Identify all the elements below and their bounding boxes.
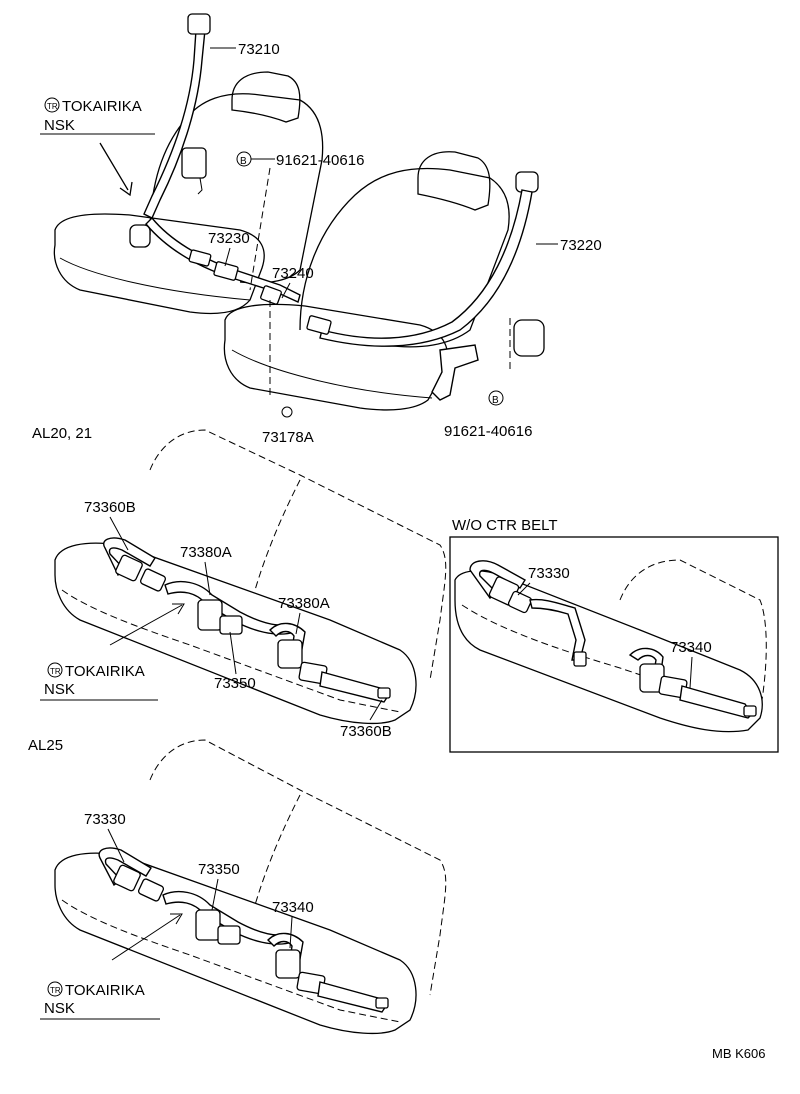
label-73380a-right: 73380A [278,595,330,612]
label-73380a-left: 73380A [180,544,232,561]
front-belt-passenger-illustration [260,171,545,401]
note-arrow-top [99,142,133,197]
manufacturer-note-top: TR TOKAIRIKA NSK [44,97,142,134]
label-73330-woctr: 73330 [528,565,570,582]
leader-73330-al25 [107,828,125,863]
label-73360b-top: 73360B [84,499,136,516]
front-belt-driver-illustration [129,13,301,303]
leader-73230 [224,247,231,267]
label-73340-woctr: 73340 [670,639,712,656]
label-bolt-upper: 91621-40616 [276,152,364,169]
leader-73240 [281,282,291,299]
label-73240: 73240 [272,265,314,282]
brand-mark-icon-1 [44,97,60,113]
clip-icon-73178a [281,406,293,418]
section-label-al20-21: AL20, 21 [32,425,92,442]
leader-73330-woctr [517,582,531,596]
label-73340-al25: 73340 [272,899,314,916]
note-line2-al20: NSK [44,681,75,698]
label-73350-al20: 73350 [214,675,256,692]
brand-mark-icon-3 [47,981,63,997]
section-label-al25: AL25 [28,737,63,754]
leader-73350-al25 [211,878,219,911]
note-line1-al25: TOKAIRIKA [65,982,145,999]
manufacturer-note-al20: TR TOKAIRIKA NSK [40,662,158,701]
wo-ctr-belt-illustration [454,559,767,733]
dash-line-bolt-upper [249,167,271,291]
brand-mark-text-3: TR [50,986,61,995]
label-73178a: 73178A [262,429,314,446]
leader-73350-al20 [229,631,237,675]
label-73360b-bottom: 73360B [340,723,392,740]
note-line1-top: TOKAIRIKA [62,98,142,115]
rear-seat-al25-illustration [54,739,447,1035]
manufacturer-note-al25: TR TOKAIRIKA NSK [40,981,160,1020]
section-label-wo-ctr-belt: W/O CTR BELT [452,517,558,534]
wo-ctr-belt-box [449,536,779,753]
leader-73340-al25 [289,916,293,949]
leader-73380a-left [204,561,211,596]
note-line2-top: NSK [44,117,75,134]
note-arrow-al20 [109,603,185,646]
leader-73380a-right [295,612,301,635]
label-bolt-lower: 91621-40616 [444,423,532,440]
note-arrow-al25 [111,913,183,961]
leader-73360b-bottom [369,699,383,721]
note-line1-al20: TOKAIRIKA [65,663,145,680]
label-73350-al25: 73350 [198,861,240,878]
brand-mark-text-1: TR [47,102,58,111]
label-73230: 73230 [208,230,250,247]
leader-73360b-top [109,516,129,551]
leader-73340-woctr [689,656,693,689]
note-line2-al25: NSK [44,1000,75,1017]
bolt-marker-upper-text: B [240,156,247,167]
label-73220: 73220 [560,237,602,254]
figure-code: MB K606 [712,1046,765,1061]
label-73210: 73210 [238,41,280,58]
brand-mark-icon-2 [47,662,63,678]
bolt-marker-icon-lower [488,390,504,406]
label-73330-al25: 73330 [84,811,126,828]
brand-mark-text-2: TR [50,667,61,676]
bolt-marker-lower-text: B [492,395,499,406]
